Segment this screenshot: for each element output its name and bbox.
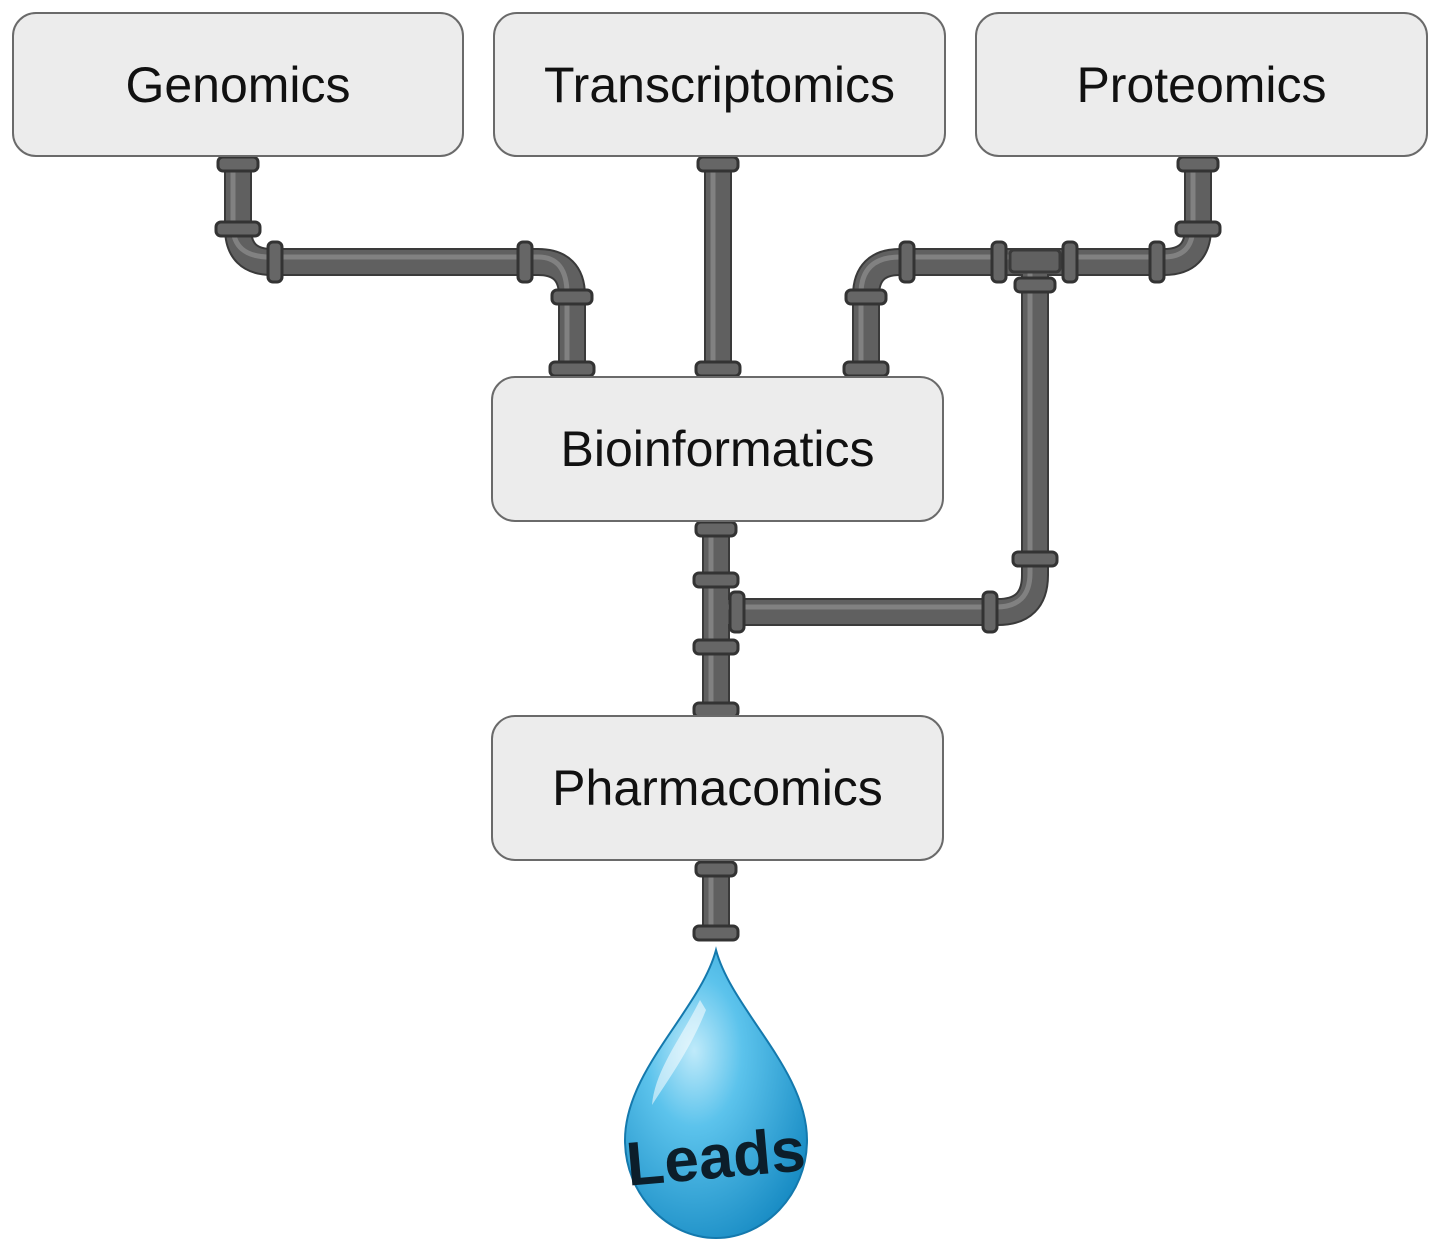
coupler <box>1148 240 1166 284</box>
coupler <box>844 288 888 306</box>
coupler <box>1011 550 1059 568</box>
node-proteomics-label: Proteomics <box>1076 56 1327 113</box>
leads-drop: Leads <box>623 946 809 1240</box>
coupler <box>694 520 738 538</box>
coupler <box>266 240 284 284</box>
drop-highlight <box>652 1000 706 1105</box>
coupler <box>550 288 594 306</box>
coupler <box>1061 240 1079 284</box>
node-proteomics: Proteomics <box>975 12 1428 157</box>
coupler <box>694 860 738 878</box>
node-genomics-label: Genomics <box>125 56 351 113</box>
coupler <box>516 240 534 284</box>
node-pharmacomics: Pharmacomics <box>491 715 944 861</box>
coupler <box>842 360 890 378</box>
coupler <box>1174 220 1222 238</box>
coupler <box>214 220 262 238</box>
node-genomics: Genomics <box>12 12 464 157</box>
coupler <box>692 638 740 656</box>
node-bioinformatics-label: Bioinformatics <box>560 421 875 477</box>
coupler <box>548 360 596 378</box>
drop-label: Leads <box>624 1115 809 1199</box>
coupler <box>1176 155 1220 173</box>
node-pharmacomics-label: Pharmacomics <box>552 760 883 816</box>
coupler <box>692 571 740 589</box>
node-bioinformatics: Bioinformatics <box>491 376 944 522</box>
coupler <box>728 590 746 634</box>
drop-shape <box>623 946 809 1240</box>
coupler <box>990 240 1008 284</box>
coupler <box>898 240 916 284</box>
node-transcriptomics: Transcriptomics <box>493 12 946 157</box>
coupler <box>981 590 999 634</box>
coupler <box>216 155 260 173</box>
coupler <box>696 155 740 173</box>
node-transcriptomics-label: Transcriptomics <box>544 56 895 113</box>
coupler <box>1013 276 1057 294</box>
coupler <box>692 924 740 942</box>
coupler <box>694 360 742 378</box>
